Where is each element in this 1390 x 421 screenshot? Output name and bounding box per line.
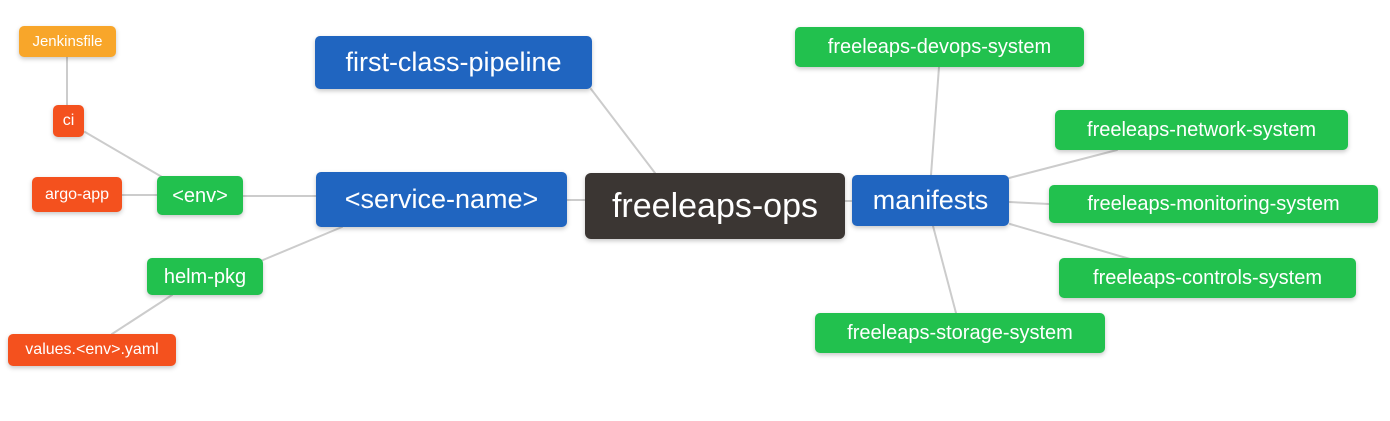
edge-ci-to-env [84, 131, 163, 178]
mindmap-node-controls-system[interactable]: freeleaps-controls-system [1059, 258, 1356, 298]
mindmap-node-env[interactable]: <env> [157, 176, 243, 215]
edge-manifests-to-devops-system [930, 66, 940, 176]
mindmap-node-manifests[interactable]: manifests [852, 175, 1009, 226]
mindmap-node-first-class-pipeline[interactable]: first-class-pipeline [315, 36, 592, 89]
edge-manifests-to-network-system [1008, 149, 1118, 179]
edge-manifests-to-controls-system [1009, 223, 1131, 260]
mindmap-node-service-name[interactable]: <service-name> [316, 172, 567, 227]
mindmap-node-devops-system[interactable]: freeleaps-devops-system [795, 27, 1084, 67]
mindmap-node-storage-system[interactable]: freeleaps-storage-system [815, 313, 1105, 353]
edge-manifests-to-storage-system [932, 225, 957, 314]
mindmap-node-helm-pkg[interactable]: helm-pkg [147, 258, 263, 295]
edge-values-env-yaml-to-helm-pkg [111, 294, 173, 335]
mindmap-node-root[interactable]: freeleaps-ops [585, 173, 845, 239]
mindmap-node-jenkinsfile[interactable]: Jenkinsfile [19, 26, 116, 57]
mindmap-node-network-system[interactable]: freeleaps-network-system [1055, 110, 1348, 150]
edge-manifests-to-monitoring-system [1008, 201, 1050, 205]
mindmap-node-ci[interactable]: ci [53, 105, 84, 137]
mindmap-node-values-env-yaml[interactable]: values.<env>.yaml [8, 334, 176, 366]
edge-helm-pkg-to-service-name [262, 226, 343, 261]
edge-first-class-pipeline-to-root [590, 88, 656, 174]
mindmap-node-monitoring-system[interactable]: freeleaps-monitoring-system [1049, 185, 1378, 223]
mindmap-node-argo-app[interactable]: argo-app [32, 177, 122, 212]
